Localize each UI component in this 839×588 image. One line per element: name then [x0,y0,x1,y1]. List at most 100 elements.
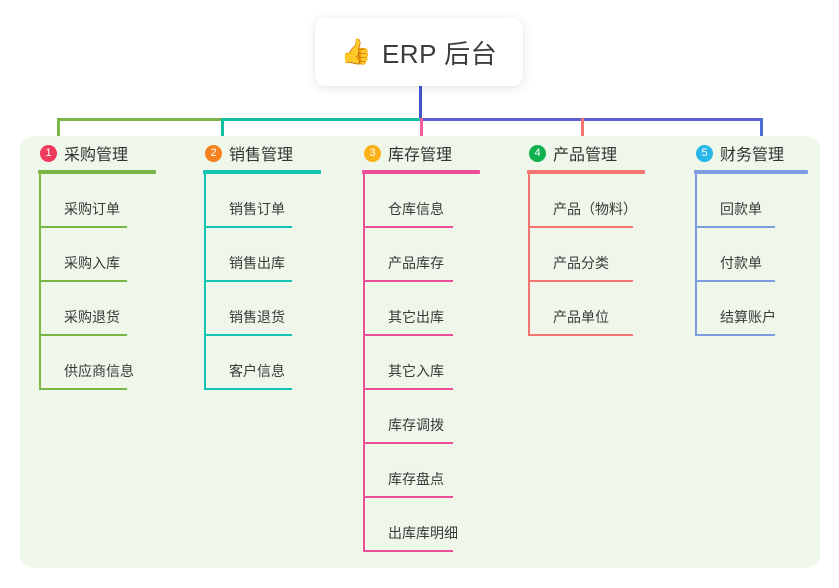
list-item[interactable]: 出库库明细 [362,498,480,552]
list-item-underline [39,280,127,282]
list-item-underline [695,334,775,336]
column-items: 仓库信息产品库存其它出库其它入库库存调拨库存盘点出库库明细 [362,174,480,552]
list-item-label: 其它出库 [388,309,444,325]
list-item-underline [695,226,775,228]
list-item[interactable]: 其它出库 [362,282,480,336]
list-item-underline [204,226,292,228]
list-item-underline [204,388,292,390]
list-item-underline [363,388,453,390]
list-item-label: 采购退货 [64,309,120,325]
column-underline [362,170,480,174]
column-title: 采购管理 [64,147,129,164]
list-item-label: 仓库信息 [388,201,444,217]
list-item-label: 销售出库 [229,255,285,271]
connector-drop-4 [581,118,584,148]
list-item-underline [39,388,127,390]
list-item[interactable]: 销售出库 [203,228,321,282]
list-item-label: 产品分类 [553,255,609,271]
list-item[interactable]: 产品分类 [527,228,645,282]
column-items: 回款单付款单结算账户 [694,174,808,336]
connector-bus-right [420,118,763,121]
list-item-label: 销售退货 [229,309,285,325]
list-item-label: 客户信息 [229,363,285,379]
list-item[interactable]: 库存调拨 [362,390,480,444]
list-item[interactable]: 采购订单 [38,174,156,228]
column-spine [39,174,41,390]
column-underline [527,170,645,174]
list-item[interactable]: 销售订单 [203,174,321,228]
list-item-label: 产品（物料） [553,201,637,217]
column-spine [204,174,206,390]
list-item-label: 结算账户 [720,309,776,325]
list-item-underline [39,334,127,336]
column-3: 3 库存管理仓库信息产品库存其它出库其它入库库存调拨库存盘点出库库明细 [362,140,480,552]
column-spine [695,174,697,336]
column-items: 销售订单销售出库销售退货客户信息 [203,174,321,390]
column-title: 财务管理 [720,147,785,164]
list-item[interactable]: 产品库存 [362,228,480,282]
connector-bus-mid [221,118,420,121]
connector-trunk [419,86,422,121]
column-title: 产品管理 [553,147,618,164]
column-spine [528,174,530,336]
list-item[interactable]: 采购退货 [38,282,156,336]
column-4: 4 产品管理产品（物料） 产品分类产品单位 [527,140,645,336]
list-item-label: 出库库明细 [388,525,458,541]
list-item-underline [363,442,453,444]
connector-drop-5 [760,118,763,148]
list-item-underline [363,550,453,552]
column-header-5[interactable]: 5 财务管理 [694,140,808,166]
column-underline [38,170,156,174]
list-item[interactable]: 仓库信息 [362,174,480,228]
column-number-badge: 4 [529,144,546,162]
list-item[interactable]: 产品（物料） [527,174,645,228]
list-item-label: 库存盘点 [388,471,444,487]
connector-drop-3 [420,118,423,148]
list-item[interactable]: 回款单 [694,174,808,228]
column-5: 5 财务管理回款单付款单结算账户 [694,140,808,336]
list-item-label: 库存调拨 [388,417,444,433]
list-item[interactable]: 结算账户 [694,282,808,336]
list-item[interactable]: 销售退货 [203,282,321,336]
connector-bus-left [57,118,221,121]
list-item-label: 付款单 [720,255,762,271]
list-item[interactable]: 付款单 [694,228,808,282]
connector-drop-1 [57,118,60,148]
list-item-underline [363,280,453,282]
list-item-underline [363,496,453,498]
list-item-label: 采购订单 [64,201,120,217]
column-title: 库存管理 [388,147,453,164]
list-item-underline [204,334,292,336]
root-node[interactable]: 👍 ERP 后台 [315,18,523,86]
list-item-label: 产品单位 [553,309,609,325]
list-item[interactable]: 客户信息 [203,336,321,390]
column-header-1[interactable]: 1 采购管理 [38,140,156,166]
column-number-badge: 3 [364,144,381,162]
list-item-underline [204,280,292,282]
list-item-underline [39,226,127,228]
column-items: 产品（物料） 产品分类产品单位 [527,174,645,336]
thumbs-up-icon: 👍 [340,37,372,66]
list-item[interactable]: 产品单位 [527,282,645,336]
list-item[interactable]: 供应商信息 [38,336,156,390]
list-item-underline [528,226,633,228]
column-title: 销售管理 [229,147,294,164]
column-number-badge: 1 [40,144,57,162]
list-item-label: 回款单 [720,201,762,217]
list-item-label: 销售订单 [229,201,285,217]
list-item-underline [528,280,633,282]
column-underline [694,170,808,174]
list-item-underline [695,280,775,282]
list-item[interactable]: 其它入库 [362,336,480,390]
column-header-3[interactable]: 3 库存管理 [362,140,480,166]
column-number-badge: 5 [696,144,713,162]
root-node-title: ERP 后台 [381,38,498,69]
list-item-underline [363,334,453,336]
column-spine [363,174,365,552]
column-header-4[interactable]: 4 产品管理 [527,140,645,166]
column-underline [203,170,321,174]
list-item[interactable]: 采购入库 [38,228,156,282]
list-item-label: 供应商信息 [64,363,134,379]
list-item[interactable]: 库存盘点 [362,444,480,498]
